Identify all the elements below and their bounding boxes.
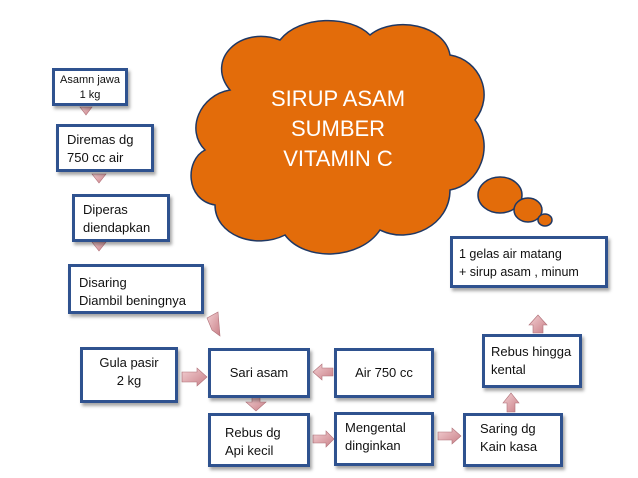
step-rebus-kental: Rebus hingga kental <box>482 334 582 388</box>
step-asam-jawa: Asamn jawa 1 kg <box>52 68 128 106</box>
cloud-bubble-small <box>537 213 553 227</box>
step-gelas-air: 1 gelas air matang + sirup asam , minum <box>450 236 608 288</box>
step-disaring: Disaring Diambil beningnya <box>68 264 204 314</box>
step-saring-kain: Saring dg Kain kasa <box>463 413 563 467</box>
step-gula-pasir: Gula pasir 2 kg <box>80 347 178 403</box>
cloud-shape <box>190 19 553 255</box>
step-sari-asam: Sari asam <box>208 348 310 398</box>
cloud-bubble-large <box>477 176 523 214</box>
step-air-750cc: Air 750 cc <box>334 348 434 398</box>
step-rebus-api-kecil: Rebus dg Api kecil <box>208 413 310 467</box>
step-mengental: Mengental dinginkan <box>334 412 434 466</box>
diagram-title: SIRUP ASAM SUMBER VITAMIN C <box>270 86 406 171</box>
cloud-bubble-medium <box>513 197 543 223</box>
step-diperas: Diperas diendapkan <box>72 194 170 242</box>
step-diremas: Diremas dg 750 cc air <box>56 124 154 172</box>
